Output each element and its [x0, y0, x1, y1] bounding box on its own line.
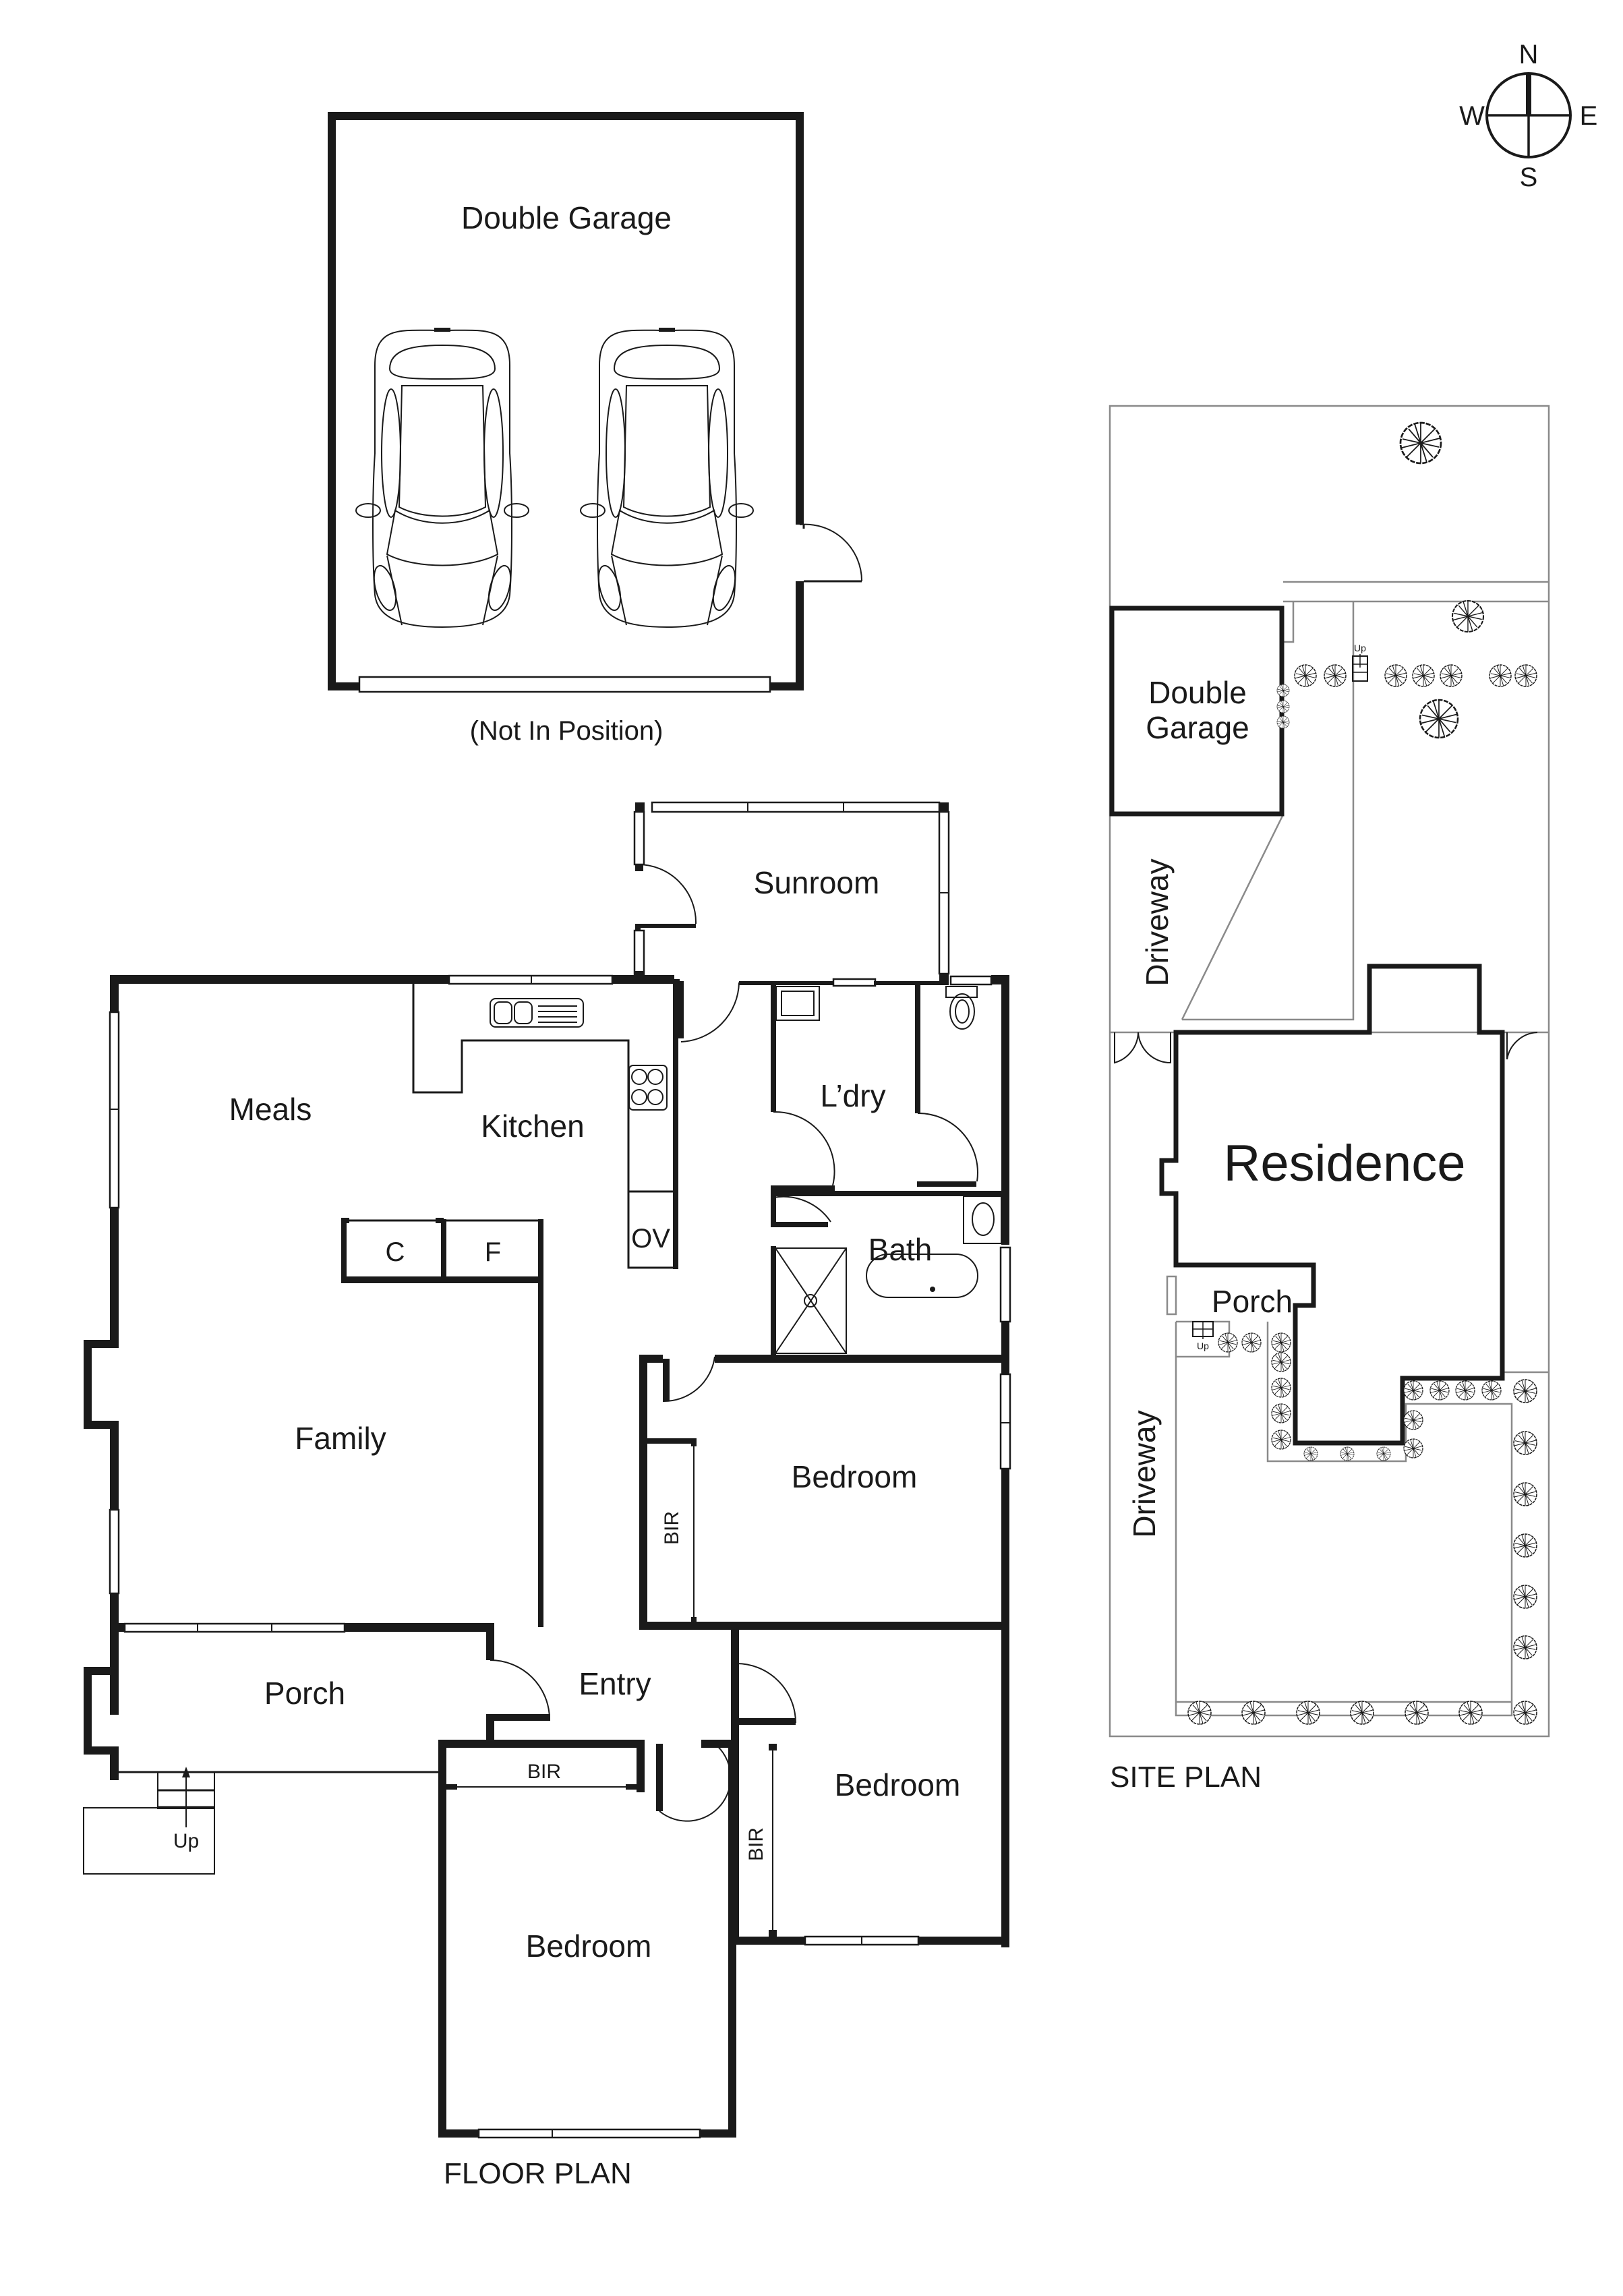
- driveway-label-rear: Driveway: [1140, 858, 1175, 986]
- pantry-fridge-cabinets: [341, 1218, 543, 1536]
- site-porch-label: Porch: [1212, 1284, 1293, 1319]
- site-plan-title: SITE PLAN: [1110, 1761, 1262, 1794]
- bedroom-3-label: Bedroom: [526, 1929, 652, 1964]
- front-stairs-up-label: Up: [1197, 1341, 1209, 1351]
- garage-room-label: Double Garage: [461, 200, 672, 235]
- kitchen-label: Kitchen: [481, 1109, 584, 1144]
- basin-icon: [963, 1196, 1002, 1244]
- family-label: Family: [295, 1421, 386, 1456]
- north-compass-icon: N S W E: [1459, 40, 1597, 192]
- compass-east-label: E: [1580, 101, 1598, 131]
- porch-label: Porch: [264, 1676, 345, 1711]
- compass-south-label: S: [1520, 163, 1538, 192]
- entry-label: Entry: [579, 1666, 651, 1701]
- garage-note: (Not In Position): [470, 716, 663, 746]
- residence-outline: [1159, 964, 1505, 1446]
- sunroom-label: Sunroom: [754, 865, 880, 900]
- garage-door: [358, 676, 771, 693]
- tree-icons: [1187, 421, 1537, 1725]
- bir-3-label: BIR: [745, 1827, 767, 1861]
- residence-label: Residence: [1223, 1135, 1465, 1192]
- floor-plan: Up: [83, 801, 1011, 2190]
- bir-1-label: BIR: [661, 1511, 683, 1545]
- garage-plan: Double Garage (Not In Position): [328, 112, 863, 746]
- rear-stairs: Up: [1352, 643, 1368, 682]
- compass-north-label: N: [1519, 40, 1539, 69]
- site-garage-label-line2: Garage: [1146, 710, 1249, 745]
- bath-label: Bath: [868, 1232, 933, 1267]
- stairs-up-label: Up: [173, 1830, 199, 1852]
- front-stairs-site: Up: [1192, 1321, 1214, 1351]
- car-icon: [355, 327, 529, 628]
- laundry-label: L’dry: [820, 1078, 885, 1113]
- bir-2-label: BIR: [527, 1761, 561, 1783]
- rear-stairs-up-label: Up: [1354, 643, 1366, 653]
- bedroom-2-label: Bedroom: [835, 1767, 961, 1802]
- site-garage-label-line1: Double: [1148, 675, 1247, 710]
- laundry-tub-icon: [775, 986, 820, 1021]
- site-plan: Double Garage Residence Porch Up Up Dr: [1109, 405, 1550, 1794]
- shower-icon: [775, 1247, 847, 1354]
- pantry-label: C: [386, 1237, 405, 1267]
- floor-plan-title: FLOOR PLAN: [444, 2157, 632, 2190]
- bedroom-1-label: Bedroom: [792, 1459, 918, 1494]
- car-icon: [580, 327, 754, 628]
- fridge-label: F: [485, 1237, 501, 1267]
- oven-label: OV: [631, 1224, 670, 1254]
- cooktop-icon: [628, 1065, 668, 1111]
- toilet-icon: [945, 986, 978, 1030]
- sink-icon: [490, 998, 584, 1028]
- driveway-label-front: Driveway: [1127, 1410, 1162, 1537]
- bathtub-icon: [866, 1254, 978, 1298]
- front-stairs: Up: [83, 1767, 215, 1875]
- kitchen-bench: [412, 984, 676, 1269]
- side-door-icon: [799, 523, 863, 583]
- meals-label: Meals: [229, 1092, 312, 1127]
- compass-west-label: W: [1459, 101, 1485, 131]
- side-gate-icon: [1114, 1032, 1538, 1064]
